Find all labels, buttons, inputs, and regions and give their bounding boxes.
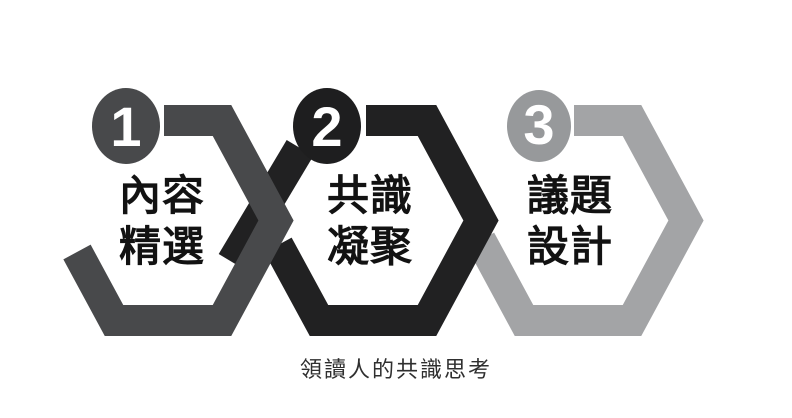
hexagon-ring-step-1: [63, 105, 294, 336]
step-3-number: 3: [523, 93, 554, 156]
step-2-title-line-1: 共識: [326, 172, 413, 219]
step-3-title: 議題 設計: [500, 170, 640, 272]
step-2-title-line-2: 凝聚: [326, 223, 413, 270]
hexagon-ring-step-2: [264, 105, 499, 336]
step-3-title-line-2: 設計: [526, 223, 613, 270]
step-1-title: 內容 精選: [92, 170, 232, 272]
diagram-caption: 領讀人的共識思考: [299, 357, 492, 382]
step-2-number: 2: [311, 95, 342, 158]
step-1-number: 1: [110, 95, 141, 158]
step-2-number-badge: [293, 88, 361, 164]
step-3-title-line-1: 議題: [526, 172, 613, 219]
step-1-title-line-1: 內容: [118, 172, 205, 219]
step-1-title-line-2: 精選: [118, 223, 205, 270]
hexagon-ring-step-3: [466, 105, 704, 336]
step-3-number-badge: [507, 90, 571, 162]
step-1-number-badge: [92, 88, 160, 164]
step-2-title: 共識 凝聚: [300, 170, 440, 272]
